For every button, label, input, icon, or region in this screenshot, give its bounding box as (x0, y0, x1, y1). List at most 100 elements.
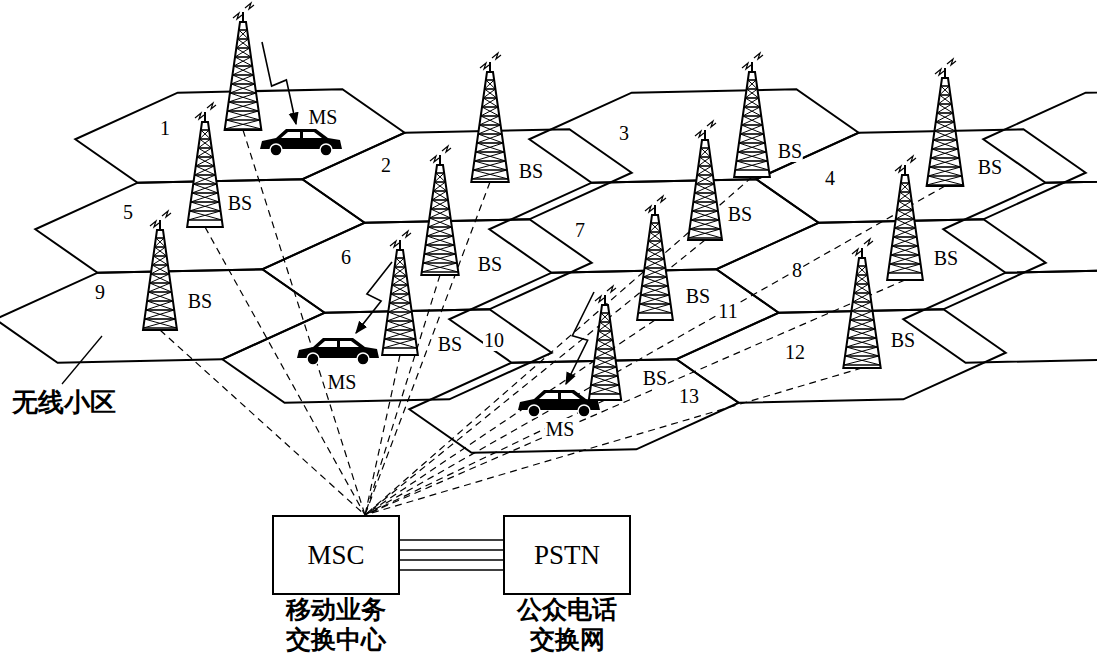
tower-brace (845, 347, 878, 356)
tower-brace (850, 311, 872, 320)
tower-brace (698, 157, 710, 166)
tower-bar (736, 160, 767, 162)
tower-body (225, 22, 262, 130)
tower-brace (892, 237, 917, 246)
radio-wave-symbol (947, 59, 956, 65)
car-wheel (307, 353, 319, 365)
tower-brace (648, 232, 660, 241)
tower-mast (604, 295, 606, 305)
tower-brace (642, 277, 667, 286)
tower-body (471, 72, 508, 182)
tower-bar (472, 178, 509, 180)
tower-brace (697, 166, 712, 175)
base-station-tower (887, 156, 923, 280)
box-caption: 公众电话 交换网 (505, 595, 630, 655)
tower-brace (645, 259, 665, 268)
tower-brace (383, 339, 415, 348)
tower-brace (888, 264, 920, 273)
tower-bar (388, 311, 412, 313)
tower-body (688, 140, 722, 240)
trunk-line (400, 539, 503, 541)
tower-brace (897, 210, 914, 219)
tower-bar (642, 285, 668, 287)
tower-bar (230, 92, 256, 94)
tower-bar (888, 272, 922, 274)
tower-bar (395, 266, 406, 268)
tower-bar (896, 218, 914, 220)
tower-brace (392, 276, 407, 285)
tower-bar (747, 88, 758, 90)
tower-bar (897, 209, 913, 211)
tower-brace (639, 295, 669, 304)
tower-bar (387, 320, 413, 322)
cell-number: 11 (717, 300, 738, 322)
tower-brace (650, 223, 660, 232)
tower-brace (391, 294, 411, 303)
tower-bar (479, 124, 500, 126)
car-window (539, 393, 580, 399)
tower-bar (145, 318, 176, 320)
tower-bar (893, 236, 917, 238)
tower-bar (383, 347, 417, 349)
tower-brace (598, 322, 610, 331)
cell-number: 7 (574, 219, 586, 241)
tower-brace (638, 304, 670, 313)
tower-brace (700, 157, 712, 166)
tower-body (843, 258, 880, 368)
base-station-tower (421, 146, 458, 275)
tower-bar (646, 258, 664, 260)
tower-brace (854, 293, 871, 302)
tower-bar (232, 74, 253, 76)
tower-brace (232, 66, 252, 75)
tower-bar (227, 110, 258, 112)
tower-mast (751, 62, 753, 72)
tower-brace (483, 89, 495, 98)
base-station-tower (927, 59, 964, 186)
tower-bar (691, 219, 719, 221)
tower-brace (691, 211, 718, 220)
tower-brace (745, 89, 757, 98)
tower-brace (940, 95, 952, 104)
radio-wave-symbol (707, 121, 716, 127)
radio-wave-symbol (754, 53, 763, 59)
tower-bar (590, 393, 621, 395)
tower-brace (901, 183, 911, 192)
tower-brace (696, 184, 716, 193)
tower-brace (147, 292, 172, 301)
tower-mast (204, 112, 206, 122)
tower-body (734, 72, 770, 177)
tower-bar (898, 200, 911, 202)
tower-bar (197, 156, 213, 158)
tower-brace (855, 275, 867, 284)
tower-bar (891, 254, 920, 256)
tower-brace (196, 166, 216, 175)
tower-bar (231, 83, 255, 85)
tower-brace (387, 312, 412, 321)
tower-brace (200, 130, 210, 139)
tower-bar (639, 303, 670, 305)
tower-bar (193, 183, 217, 185)
tower-brace (938, 104, 953, 113)
tower-bar (148, 291, 171, 293)
tower-brace (192, 184, 217, 193)
radio-cell-hexagon (903, 269, 1097, 362)
tower-bar (688, 237, 721, 239)
tower-mast (159, 220, 161, 230)
dashed-link (365, 355, 400, 515)
dashed-link (365, 280, 905, 515)
tower-body (589, 305, 621, 400)
tower-bar (596, 348, 614, 350)
trunk-line (400, 559, 503, 561)
base-station-tower (187, 103, 223, 227)
tower-brace (849, 320, 874, 329)
tower-brace (197, 157, 214, 166)
tower-bar (435, 181, 446, 183)
tower-brace (853, 302, 873, 311)
radio-wave-symbol (645, 206, 654, 212)
tower-brace (593, 358, 615, 367)
tower-bar (191, 201, 220, 203)
tower-bar (931, 157, 960, 159)
tower-body (143, 230, 177, 330)
tower-brace (900, 192, 912, 201)
car-wheel (528, 405, 540, 417)
